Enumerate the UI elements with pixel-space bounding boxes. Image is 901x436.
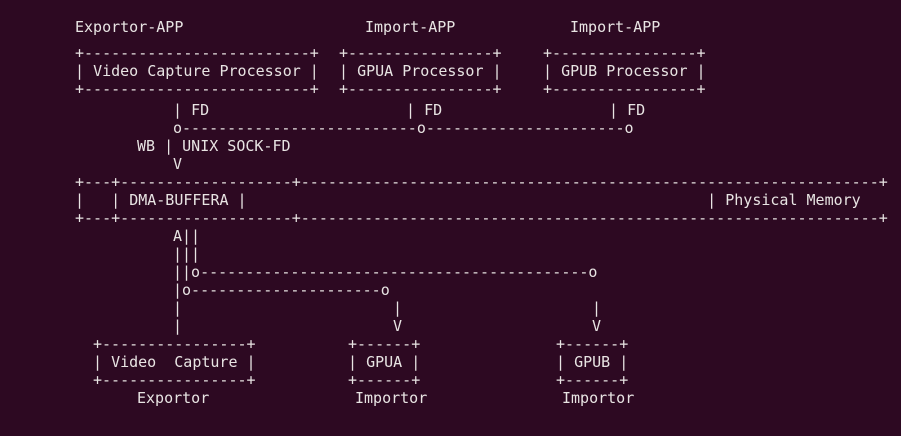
processor-box-top-border: +-------------------------+ bbox=[75, 44, 319, 62]
app-titles-row: Exportor-APP bbox=[75, 14, 183, 40]
gpua-device-box-top-border: +------+ bbox=[348, 335, 421, 353]
import-app-a-label-row: Import-APP bbox=[365, 14, 455, 40]
gpub-processor-label: GPUB Processor bbox=[561, 62, 688, 80]
gpua-processor-box: | GPUA Processor | bbox=[339, 62, 502, 80]
video-capture-device-box: | Video Capture | bbox=[93, 353, 256, 371]
mapping-stem-exportor-lower: | bbox=[173, 317, 183, 335]
fd-connector-gpua: | FD bbox=[406, 101, 443, 119]
gpub-device-box-bottom-border: +------+ bbox=[556, 371, 629, 389]
mapping-stem-exportor: | bbox=[173, 299, 183, 317]
unix-sock-fd-label: UNIX SOCK-FD bbox=[182, 137, 291, 155]
exportor-role-label: Exportor bbox=[137, 389, 210, 407]
gpub-role-label: Importor bbox=[562, 389, 635, 407]
fd-connector-gpub: | FD bbox=[609, 101, 646, 119]
processor-box-bottom-border: +-------------------------+ bbox=[75, 80, 319, 98]
gpub-device-label: GPUB bbox=[574, 353, 611, 371]
import-app-b-label: Import-APP bbox=[570, 18, 661, 36]
physical-memory-top-border: +---+-------------------+---------------… bbox=[75, 173, 888, 191]
import-app-b-label-row: Import-APP bbox=[570, 14, 660, 40]
mapping-stem-gpub: | bbox=[592, 299, 602, 317]
import-app-a-label: Import-APP bbox=[365, 18, 456, 36]
dma-buffer-label: DMA-BUFFERA bbox=[129, 191, 229, 209]
gpua-processor-label: GPUA Processor bbox=[357, 62, 484, 80]
fd-label-gpua: FD bbox=[424, 101, 443, 119]
mapping-line-gpua: |o---------------------o bbox=[173, 281, 390, 299]
physical-memory-bottom-border: +---+-------------------+---------------… bbox=[75, 209, 888, 227]
video-capture-device-label: Video Capture bbox=[111, 353, 238, 371]
wb-label: WB bbox=[137, 137, 156, 155]
gpua-device-label: GPUA bbox=[366, 353, 403, 371]
mapping-arrow-gpua: V bbox=[393, 317, 403, 335]
physical-memory-label: Physical Memory bbox=[725, 191, 861, 209]
gpub-device-box: | GPUB | bbox=[556, 353, 629, 371]
fd-label-exportor: FD bbox=[191, 101, 210, 119]
mapping-bars: ||| bbox=[173, 245, 201, 263]
gpub-device-box-top-border: +------+ bbox=[556, 335, 629, 353]
gpua-box-bottom-border: +----------------+ bbox=[339, 80, 502, 98]
mapping-stem-gpua: | bbox=[393, 299, 403, 317]
wb-socket-row: WB | UNIX SOCK-FD bbox=[137, 137, 291, 155]
mapping-arrow-up: A|| bbox=[173, 227, 201, 245]
video-capture-box-top-border: +----------------+ bbox=[93, 335, 256, 353]
gpua-role-label: Importor bbox=[355, 389, 428, 407]
exportor-app-label: Exportor-APP bbox=[75, 18, 184, 36]
fd-label-gpub: FD bbox=[627, 101, 646, 119]
fd-bus-line: o--------------------------o------------… bbox=[173, 119, 634, 137]
wb-arrow-down: V bbox=[173, 155, 183, 173]
fd-connector-exportor: | FD bbox=[173, 101, 210, 119]
video-capture-processor-label: Video Capture Processor bbox=[93, 62, 301, 80]
gpub-box-bottom-border: +----------------+ bbox=[543, 80, 706, 98]
gpub-processor-box: | GPUB Processor | bbox=[543, 62, 706, 80]
mapping-line-gpub: ||o-------------------------------------… bbox=[173, 263, 598, 281]
video-capture-box-bottom-border: +----------------+ bbox=[93, 371, 256, 389]
mapping-arrow-gpub: V bbox=[592, 317, 602, 335]
video-capture-processor-box: | Video Capture Processor | bbox=[75, 62, 319, 80]
gpua-device-box-bottom-border: +------+ bbox=[348, 371, 421, 389]
gpub-box-top-border: +----------------+ bbox=[543, 44, 706, 62]
gpua-device-box: | GPUA | bbox=[348, 353, 421, 371]
gpua-box-top-border: +----------------+ bbox=[339, 44, 502, 62]
physical-memory-row: | | DMA-BUFFERA | | Physical Memory bbox=[75, 191, 861, 209]
